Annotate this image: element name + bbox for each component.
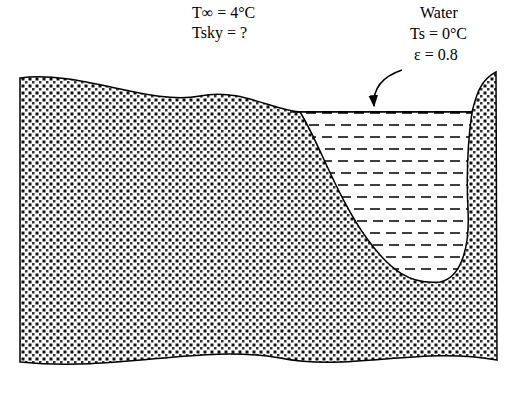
pointer-arrow [374,70,402,106]
water-surface [290,111,472,112]
annotation-label: T∞ = 4°C [192,4,255,22]
annotation-label: Ts = 0°C [410,25,467,43]
annotation-label: Tsky = ? [192,24,247,42]
annotation-label: Water [420,4,458,22]
annotation-label: ε = 0.8 [414,46,458,64]
ground [20,72,497,364]
water-hatching [290,113,480,269]
